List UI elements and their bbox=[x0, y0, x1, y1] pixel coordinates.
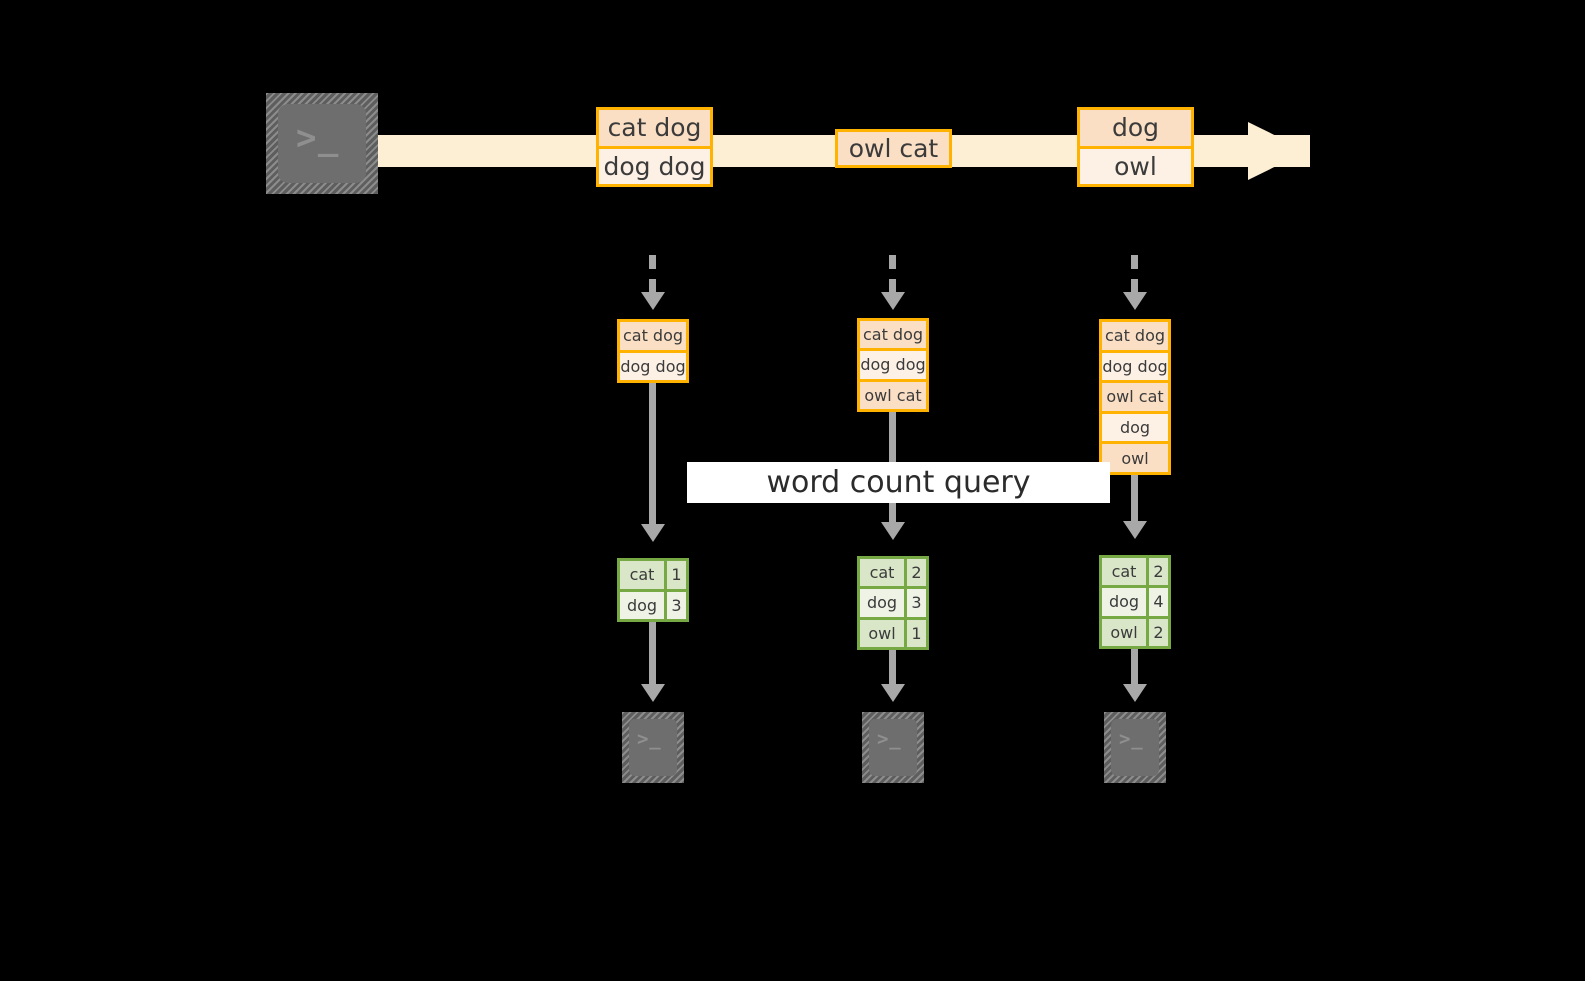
terminal-prompt-glyph: >_ bbox=[637, 728, 662, 750]
record-line: dog bbox=[1080, 110, 1191, 146]
batch-to-state-connector-3 bbox=[1131, 255, 1138, 300]
batch-to-state-arrowhead-1 bbox=[641, 292, 665, 310]
stream-arrowhead bbox=[1248, 119, 1308, 183]
stream-arrowhead-shape bbox=[1248, 122, 1307, 180]
state-to-result-connector-1 bbox=[649, 383, 656, 528]
record-line: owl cat bbox=[838, 132, 949, 165]
result-to-sink-arrowhead-1 bbox=[641, 684, 665, 702]
icon-face bbox=[869, 719, 917, 776]
stream-batch-3: dog owl bbox=[1077, 107, 1194, 187]
icon-face bbox=[629, 719, 677, 776]
table-row: dog 3 bbox=[860, 586, 926, 617]
count-cell: 2 bbox=[1146, 618, 1168, 646]
accumulated-state-3: cat dog dog dog owl cat dog owl bbox=[1099, 319, 1171, 475]
record-line: owl bbox=[1102, 441, 1168, 472]
icon-face bbox=[1111, 719, 1159, 776]
record-line: cat dog bbox=[599, 110, 710, 146]
record-line: dog dog bbox=[620, 349, 686, 380]
batch-to-state-arrowhead-2 bbox=[881, 292, 905, 310]
state-to-result-arrowhead-1 bbox=[641, 524, 665, 542]
result-to-sink-connector-2 bbox=[889, 650, 896, 688]
result-to-sink-connector-1 bbox=[649, 622, 656, 688]
word-cell: cat bbox=[620, 561, 664, 589]
batch-to-state-connector-1 bbox=[649, 255, 656, 300]
query-label-text: word count query bbox=[766, 465, 1031, 500]
table-row: dog 4 bbox=[1102, 585, 1168, 616]
result-table-2: cat 2 dog 3 owl 1 bbox=[857, 556, 929, 650]
stream-batch-1: cat dog dog dog bbox=[596, 107, 713, 187]
stream-batch-2: owl cat bbox=[835, 129, 952, 168]
query-label-banner: word count query bbox=[687, 462, 1110, 503]
result-to-sink-arrowhead-2 bbox=[881, 684, 905, 702]
icon-face bbox=[278, 104, 366, 183]
word-cell: owl bbox=[1102, 618, 1146, 646]
table-row: cat 2 bbox=[1102, 558, 1168, 586]
record-line: owl bbox=[1080, 145, 1191, 184]
accumulated-state-1: cat dog dog dog bbox=[617, 319, 689, 383]
word-cell: cat bbox=[1102, 558, 1146, 586]
sink-terminal-icon-3: >_ bbox=[1104, 712, 1166, 783]
state-to-result-arrowhead-2 bbox=[881, 522, 905, 540]
word-cell: dog bbox=[620, 591, 664, 619]
batch-to-state-arrowhead-3 bbox=[1123, 292, 1147, 310]
result-table-1: cat 1 dog 3 bbox=[617, 558, 689, 622]
count-cell: 2 bbox=[904, 559, 926, 587]
count-cell: 1 bbox=[664, 561, 686, 589]
table-row: dog 3 bbox=[620, 588, 686, 619]
result-table-3: cat 2 dog 4 owl 2 bbox=[1099, 555, 1171, 649]
count-cell: 4 bbox=[1146, 588, 1168, 616]
record-line: cat dog bbox=[1102, 322, 1168, 350]
table-row: owl 2 bbox=[1102, 615, 1168, 646]
count-cell: 3 bbox=[904, 589, 926, 617]
count-cell: 2 bbox=[1146, 558, 1168, 586]
result-to-sink-connector-3 bbox=[1131, 649, 1138, 688]
state-to-result-connector-3 bbox=[1131, 475, 1138, 527]
record-line: owl cat bbox=[860, 378, 926, 409]
record-line: dog dog bbox=[1102, 349, 1168, 381]
record-line: owl cat bbox=[1102, 380, 1168, 411]
state-to-result-arrowhead-3 bbox=[1123, 521, 1147, 539]
source-terminal-icon: >_ bbox=[266, 93, 378, 194]
accumulated-state-2: cat dog dog dog owl cat bbox=[857, 318, 929, 412]
record-line: cat dog bbox=[860, 321, 926, 349]
terminal-prompt-glyph: >_ bbox=[1119, 728, 1144, 750]
word-cell: dog bbox=[860, 589, 904, 617]
terminal-prompt-glyph: >_ bbox=[877, 728, 902, 750]
terminal-prompt-glyph: >_ bbox=[296, 118, 340, 158]
record-line: dog dog bbox=[860, 348, 926, 379]
record-line: dog dog bbox=[599, 145, 710, 184]
result-to-sink-arrowhead-3 bbox=[1123, 684, 1147, 702]
table-row: owl 1 bbox=[860, 616, 926, 647]
word-cell: owl bbox=[860, 619, 904, 647]
count-cell: 1 bbox=[904, 619, 926, 647]
record-line: cat dog bbox=[620, 322, 686, 350]
record-line: dog bbox=[1102, 410, 1168, 442]
sink-terminal-icon-1: >_ bbox=[622, 712, 684, 783]
word-cell: dog bbox=[1102, 588, 1146, 616]
table-row: cat 2 bbox=[860, 559, 926, 587]
batch-to-state-connector-2 bbox=[889, 255, 896, 300]
sink-terminal-icon-2: >_ bbox=[862, 712, 924, 783]
count-cell: 3 bbox=[664, 591, 686, 619]
word-cell: cat bbox=[860, 559, 904, 587]
table-row: cat 1 bbox=[620, 561, 686, 589]
